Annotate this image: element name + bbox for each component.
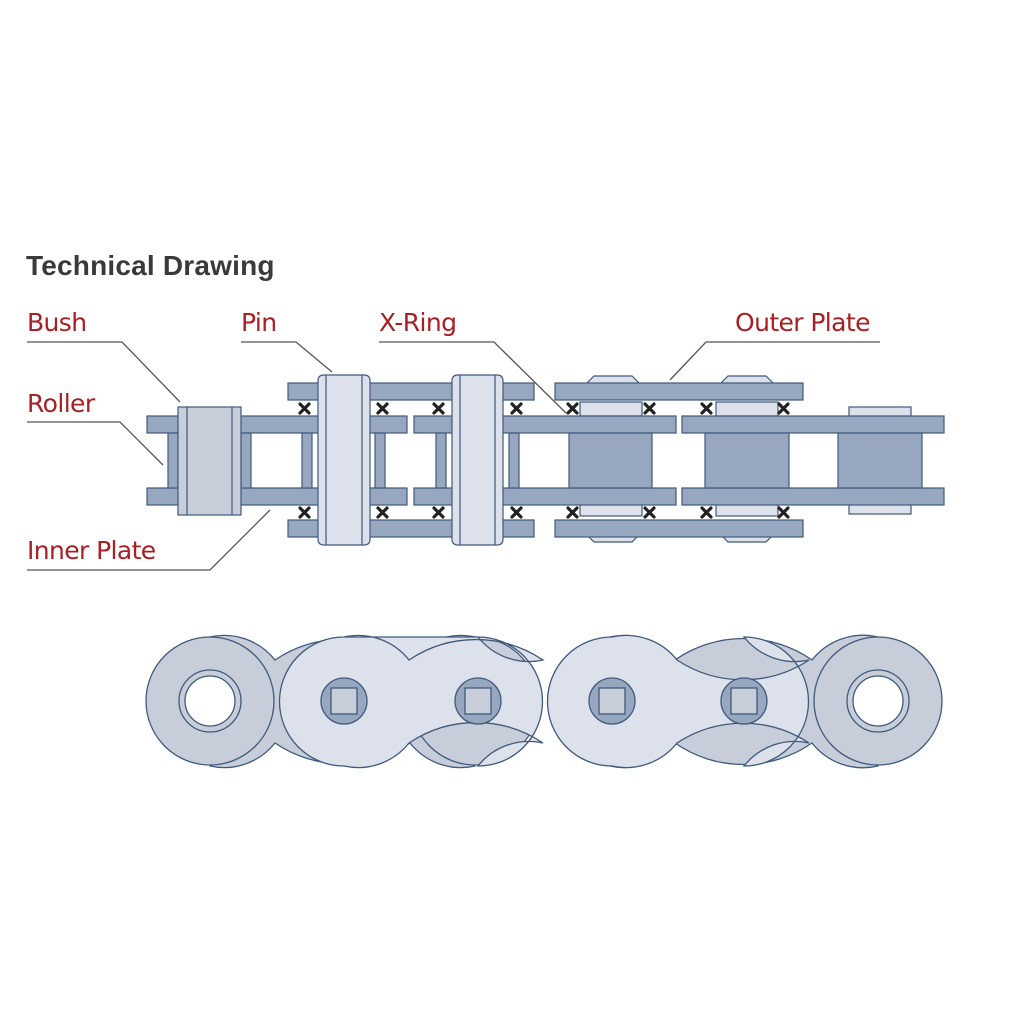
leader-bush <box>27 341 181 403</box>
leader-pin <box>241 341 333 373</box>
outer-plate-top-2 <box>554 382 804 401</box>
pins <box>317 374 504 546</box>
roller-2 <box>568 432 653 489</box>
leader-outer-plate <box>669 341 880 381</box>
label-bush: Bush <box>27 308 87 337</box>
side-outer-plate-2 <box>546 634 810 769</box>
leader-roller <box>27 421 164 466</box>
label-outer-plate: Outer Plate <box>735 308 870 337</box>
roller-3 <box>704 432 790 489</box>
inner-plates <box>146 415 945 506</box>
side-inner-plates <box>145 634 943 769</box>
outer-plate-bottom-2 <box>554 519 804 538</box>
rollers <box>177 406 923 516</box>
label-inner-plate: Inner Plate <box>27 536 156 565</box>
chain-side-view <box>145 634 943 769</box>
leader-lines <box>27 341 880 571</box>
label-roller: Roller <box>27 389 95 418</box>
leader-inner-plate <box>27 509 271 571</box>
label-pin: Pin <box>241 308 277 337</box>
side-holes <box>178 669 910 733</box>
leader-x-ring <box>379 341 567 414</box>
chain-top-view <box>146 374 945 546</box>
side-outer-plates <box>278 634 810 769</box>
roller-1 <box>177 406 242 516</box>
roller-4 <box>837 432 923 489</box>
x-ring-marks <box>298 402 790 519</box>
page-title: Technical Drawing <box>26 250 275 281</box>
pin-2 <box>451 374 504 546</box>
label-x-ring: X-Ring <box>379 308 457 337</box>
pin-1 <box>317 374 371 546</box>
